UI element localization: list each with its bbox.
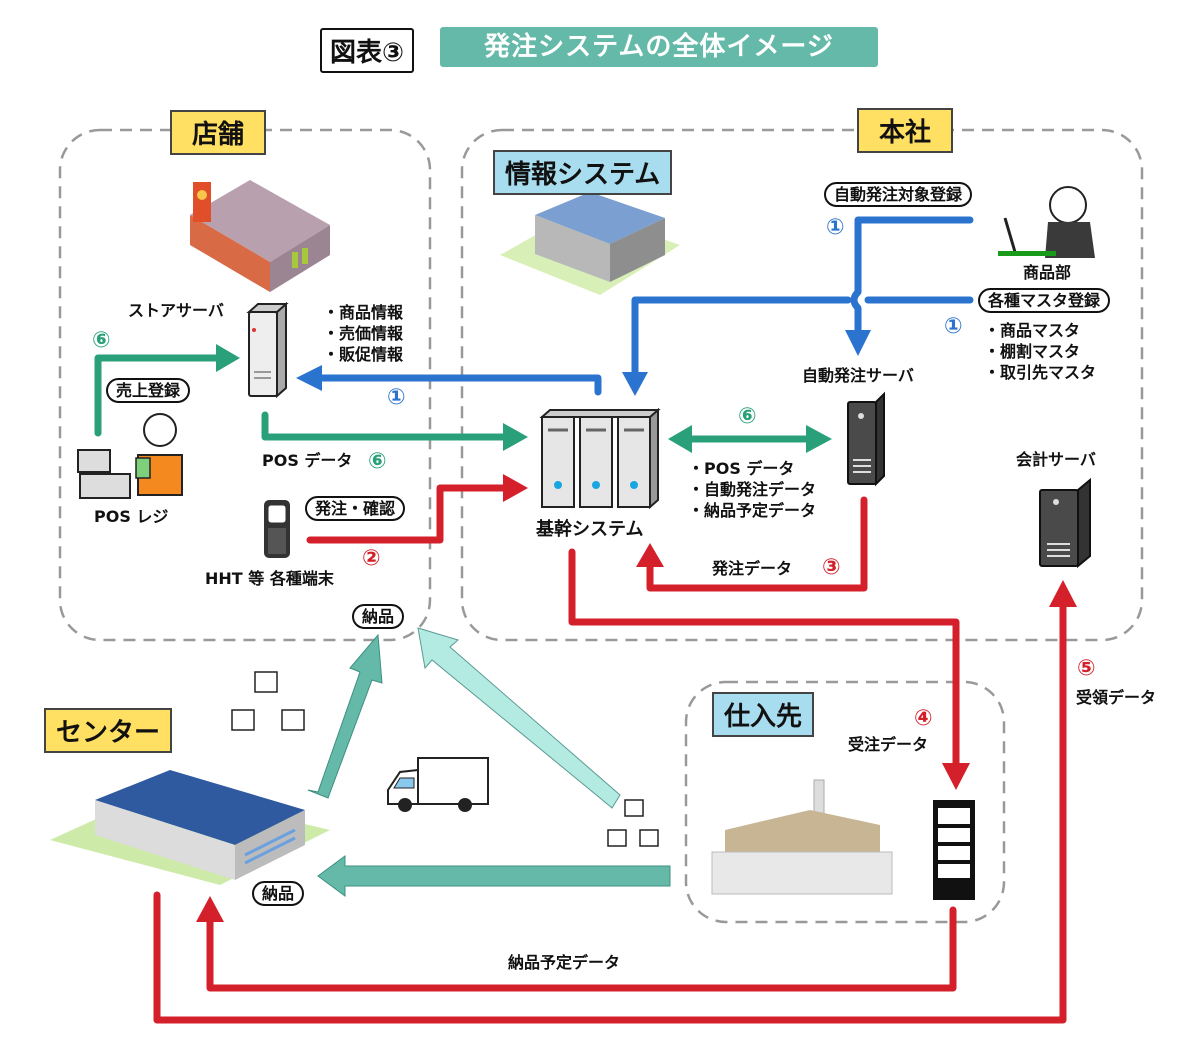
store-info-item: ・売価情報 [323,324,404,343]
flow-exchange-data-left-arrowhead [668,425,692,453]
store-info-list: ・商品情報 ・売価情報 ・販促情報 [323,302,403,365]
flow-store-info-arrowhead [296,365,322,391]
hht-label: HHT 等 各種端末 [205,569,334,588]
merch-dept-label: 商品部 [1023,263,1072,282]
step-6-pos: ⑥ [368,449,387,474]
supplier-server-icon [933,800,975,900]
core-system-servers-icon [539,407,661,510]
hht-terminal-icon [264,500,290,558]
page-title: 発注システムの全体イメージ [440,27,878,67]
delivery-arrow-supplier-to-center [317,855,671,897]
flow-master-registration [631,296,974,376]
core-system-label: 基幹システム [536,519,644,540]
merch-dept-person-icon [998,186,1095,258]
flow-auto-order-target-arrowhead [845,330,871,356]
flow-receipt-data-arrowhead [1049,580,1077,607]
center-warehouse-icon [50,770,330,885]
flow-order-confirm [306,484,509,544]
accounting-server-label: 会計サーバ [1016,450,1096,469]
master-list: ・商品マスタ ・棚割マスタ ・取引先マスタ [984,320,1096,383]
exchange-data-item: ・納品予定データ [688,501,817,520]
step-5-receipt: ⑤ [1077,656,1096,681]
flow-master-registration-arrowhead [622,372,648,396]
step-1-master: ① [944,314,963,339]
pill-sales-registration: 売上登録 [106,378,191,404]
flow-label-received-order-data: 受注データ [848,735,929,754]
step-3-order-data: ③ [822,555,841,580]
figure-label: 図表③ [320,28,415,73]
auto-order-server-label: 自動発注サーバ [802,366,914,385]
step-4-received-order: ④ [914,706,933,731]
flow-store-info [316,374,602,396]
cardboard-boxes-supplier-icon [607,799,659,847]
region-label-info-system: 情報システム [493,150,673,195]
supplier-factory-icon [711,779,893,895]
store-building-icon [190,180,330,292]
region-label-hq: 本社 [857,108,954,153]
store-server-icon [246,301,289,399]
delivery-arrow-supplier-to-store [417,627,621,809]
step-2-order-confirm: ② [362,546,381,571]
pos-register-label: POS レジ [94,507,169,526]
master-item: ・棚割マスタ [984,342,1081,361]
step-6-exchange: ⑥ [738,404,757,429]
supplier-region [684,680,1006,924]
store-info-item: ・販促情報 [323,345,404,364]
exchange-data-item: ・POS データ [688,459,795,478]
flow-sales-registration [94,354,222,437]
flow-exchange-data-right-arrowhead [806,425,832,453]
auto-order-server-icon [847,391,885,487]
region-label-center: センター [44,708,173,753]
store-server-label: ストアサーバ [128,301,224,320]
flow-order-confirm-arrowhead [503,474,528,502]
info-system-building-icon [500,192,680,295]
pill-order-confirm: 発注・確認 [305,496,406,522]
hq-region [460,128,1144,642]
delivery-truck-icon [387,757,489,812]
flow-received-order [568,548,960,769]
flow-label-order-data: 発注データ [712,559,793,578]
flow-pos-data [261,411,509,441]
flow-received-order-arrowhead [942,763,970,790]
flow-order-data [646,496,868,592]
step-1-auto-order-target: ① [826,215,845,240]
flow-sales-registration-arrowhead [216,344,240,372]
master-item: ・取引先マスタ [984,363,1097,382]
flow-auto-order-target [850,216,974,334]
cardboard-boxes-icon [231,671,305,731]
pill-delivery-store: 納品 [352,604,405,630]
pill-master-registration: 各種マスタ登録 [978,288,1111,314]
flow-delivery-schedule-arrowhead [196,896,224,922]
pos-register-icon [77,413,183,499]
region-label-store: 店舗 [170,110,267,155]
flow-pos-data-arrowhead [503,423,528,451]
region-label-supplier: 仕入先 [712,692,815,737]
step-1-store-info: ① [387,385,406,410]
pill-delivery-center: 納品 [252,881,305,907]
flow-receipt-data [153,601,1067,1024]
store-info-item: ・商品情報 [323,303,404,322]
flow-label-receipt-data: 受領データ [1076,688,1157,707]
exchange-data-list: ・POS データ ・自動発注データ ・納品予定データ [688,458,816,521]
step-6-sales: ⑥ [92,328,111,353]
master-item: ・商品マスタ [984,321,1081,340]
exchange-data-item: ・自動発注データ [688,480,817,499]
flow-order-data-arrowhead [636,543,664,567]
accounting-server-icon [1039,477,1091,569]
flow-delivery-schedule [206,906,957,992]
delivery-arrow-center-to-store [307,633,383,799]
flow-label-delivery-schedule-data: 納品予定データ [508,953,621,972]
pill-auto-order-target: 自動発注対象登録 [824,182,973,208]
flow-label-pos-data: POS データ [262,451,353,470]
